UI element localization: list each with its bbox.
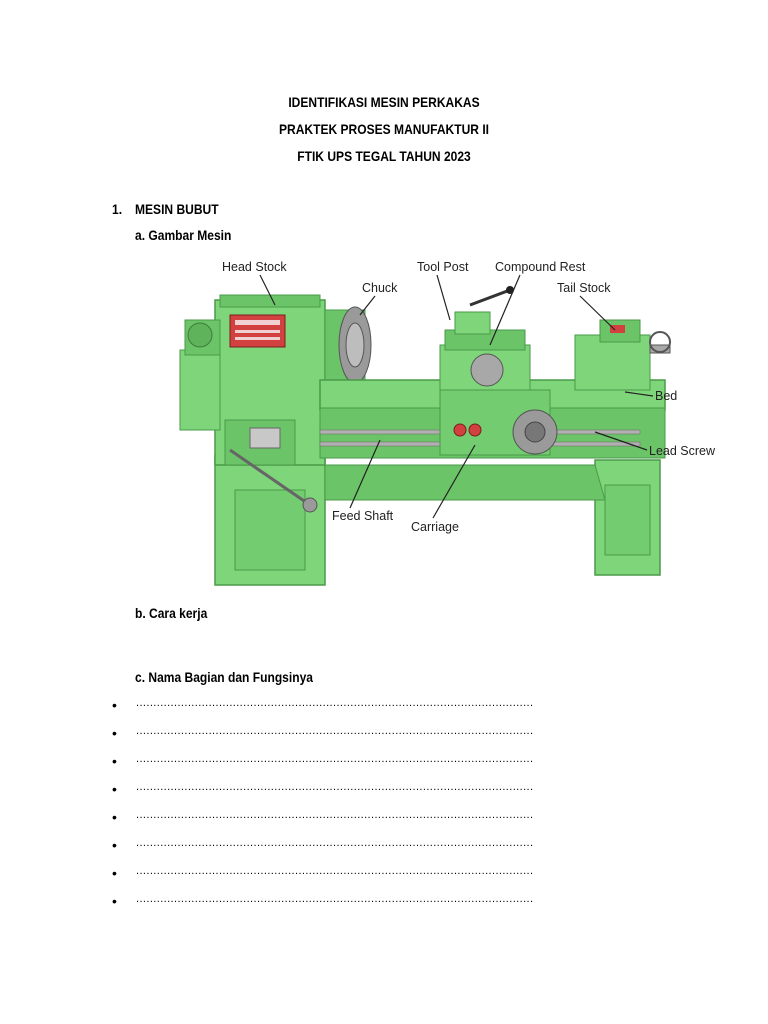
bullet-icon: • (112, 837, 117, 853)
fill-in-line[interactable]: ........................................… (136, 697, 534, 709)
label-tool-post: Tool Post (417, 260, 469, 274)
list-item: • ......................................… (112, 865, 632, 885)
subsection-c-label: c. Nama Bagian dan Fungsinya (135, 669, 313, 685)
doc-title-line-3: FTIK UPS TEGAL TAHUN 2023 (297, 148, 471, 164)
label-bed: Bed (655, 389, 677, 403)
label-lead-screw: Lead Screw (649, 444, 716, 458)
bullet-icon: • (112, 697, 117, 713)
label-compound-rest: Compound Rest (495, 260, 586, 274)
label-chuck: Chuck (362, 281, 398, 295)
list-item: • ......................................… (112, 753, 632, 773)
label-head-stock: Head Stock (222, 260, 287, 274)
doc-title-line-1: IDENTIFIKASI MESIN PERKAKAS (288, 94, 480, 110)
fill-in-line[interactable]: ........................................… (136, 809, 534, 821)
list-item: • ......................................… (112, 837, 632, 857)
section-number: 1. (112, 201, 123, 217)
fill-in-line[interactable]: ........................................… (136, 753, 534, 765)
list-item: • ......................................… (112, 893, 632, 913)
bullet-icon: • (112, 893, 117, 909)
fill-in-line[interactable]: ........................................… (136, 865, 534, 877)
label-carriage: Carriage (411, 520, 459, 534)
bullet-icon: • (112, 781, 117, 797)
label-feed-shaft: Feed Shaft (332, 509, 394, 523)
doc-title-line-2: PRAKTEK PROSES MANUFAKTUR II (278, 121, 490, 137)
fill-in-line[interactable]: ........................................… (136, 893, 534, 905)
label-tail-stock: Tail Stock (557, 281, 611, 295)
bullet-icon: • (112, 809, 117, 825)
fill-in-line[interactable]: ........................................… (136, 781, 534, 793)
list-item: • ......................................… (112, 725, 632, 745)
bullet-icon: • (112, 753, 117, 769)
list-item: • ......................................… (112, 809, 632, 829)
bullet-icon: • (112, 865, 117, 881)
bullet-icon: • (112, 725, 117, 741)
subsection-b-label: b. Cara kerja (135, 605, 208, 621)
subsection-a-label: a. Gambar Mesin (135, 227, 232, 243)
lathe-machine-diagram: Head Stock Chuck Tool Post Compound Rest… (179, 260, 716, 586)
list-item: • ......................................… (112, 781, 632, 801)
list-item: • ......................................… (112, 697, 632, 717)
fill-in-line[interactable]: ........................................… (136, 837, 534, 849)
section-title: MESIN BUBUT (135, 201, 219, 217)
fill-in-line[interactable]: ........................................… (136, 725, 534, 737)
